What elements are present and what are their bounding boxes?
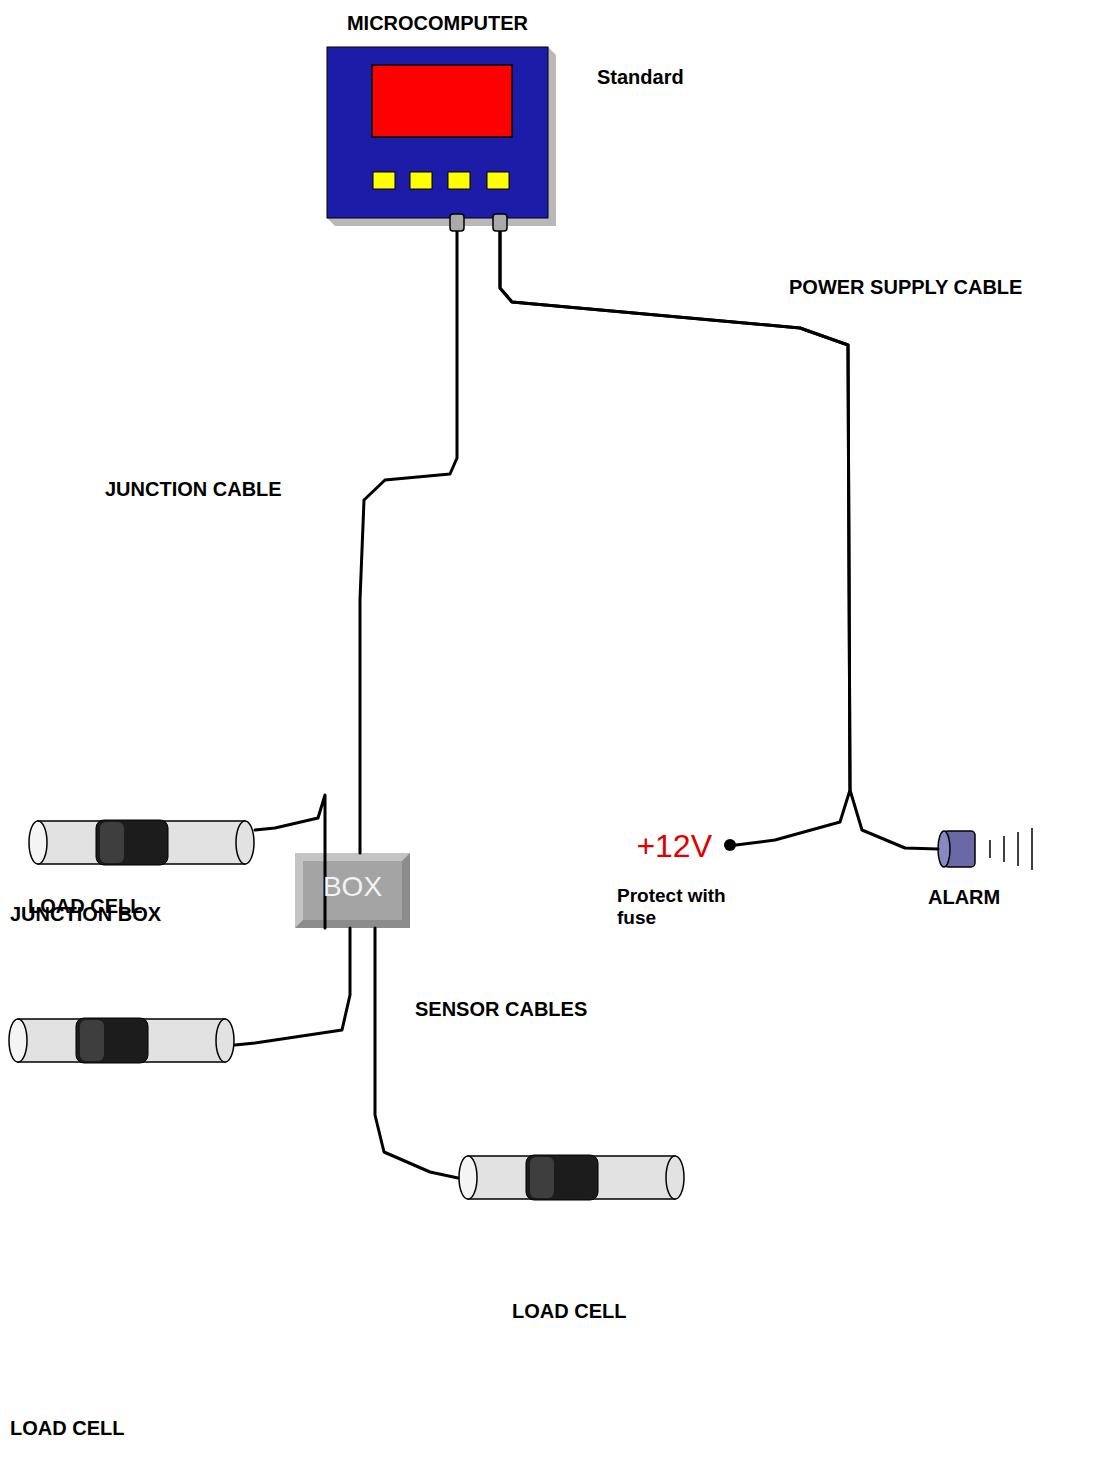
- node-label: MICROCOMPUTER: [327, 12, 548, 35]
- cable: [360, 218, 457, 853]
- cable-label: SENSOR CABLES: [415, 998, 587, 1021]
- node-label: LOAD CELL: [10, 1417, 124, 1440]
- cable: [375, 928, 458, 1178]
- junction-box-body: [295, 853, 410, 928]
- diagram-node: LOAD CELL: [8, 1018, 235, 1063]
- node-label: LOAD CELL: [512, 1300, 626, 1323]
- cable-label: Standard: [597, 66, 684, 89]
- microcomputer-housing: [327, 47, 556, 226]
- node-label: LOAD CELL: [28, 895, 142, 918]
- node-label: +12V: [636, 828, 712, 865]
- node-label: Protect with fuse: [617, 885, 742, 929]
- load-cell-body: [459, 1155, 684, 1200]
- load-cell-body: [9, 1018, 234, 1063]
- diagram-node: MICROCOMPUTER: [327, 47, 548, 218]
- cable: [235, 928, 350, 1045]
- diagram-node: LOAD CELL: [458, 1155, 685, 1200]
- load-cell-body: [29, 820, 254, 865]
- diagram-node: BOXJUNCTION BOX: [295, 853, 410, 928]
- cable: [255, 795, 325, 928]
- cable: [500, 218, 938, 849]
- diagram-node: LOAD CELL: [28, 820, 255, 865]
- node-label: BOX: [295, 871, 410, 903]
- node-label: ALARM: [928, 886, 1000, 909]
- cable-label: POWER SUPPLY CABLE: [789, 276, 1022, 299]
- diagram-node: ALARM: [938, 831, 975, 867]
- cable: [500, 218, 850, 845]
- diagram-node: +12VProtect with fuse: [724, 839, 736, 851]
- alarm-buzzer: [938, 828, 1032, 870]
- cable-label: JUNCTION CABLE: [105, 478, 282, 501]
